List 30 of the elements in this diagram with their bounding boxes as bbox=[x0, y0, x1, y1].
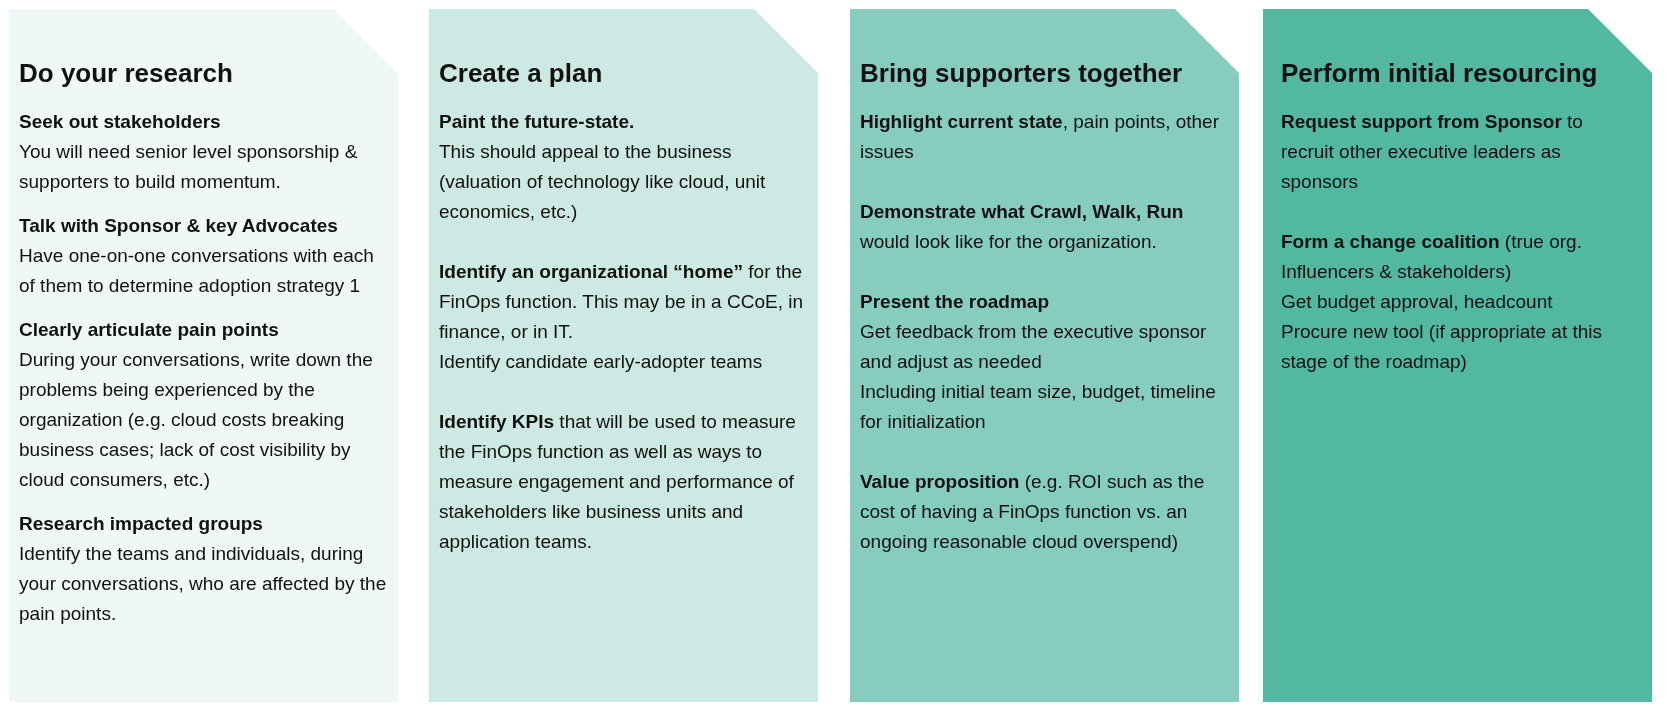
item-heading: Clearly articulate pain points bbox=[19, 318, 280, 342]
item-text: Identify the teams and individuals, during your conversations, who are affected by the pain points. bbox=[19, 542, 388, 626]
item-heading: Present the roadmap bbox=[860, 290, 1050, 314]
item-text: Request support from Sponsor to recruit other executive leaders as sponsors bbox=[1281, 110, 1584, 194]
item-text: Procure new tool (if appropriate at this stage of the roadmap) bbox=[1281, 320, 1604, 374]
card-title: Create a plan bbox=[439, 57, 604, 89]
item-text: Identify an organizational “home” for the FinOps function. This may be in a CCoE, in finance, or in IT. bbox=[439, 260, 804, 344]
card-title: Bring supporters together bbox=[860, 57, 1184, 89]
item-text: Identify KPIs that will be used to measure the FinOps function as well as ways to measure engagement and performance of stakeholders like business units and application teams. bbox=[439, 410, 797, 554]
item-text: Highlight current state, pain points, other issues bbox=[860, 110, 1220, 164]
item-text: Get feedback from the executive sponsor and adjust as needed bbox=[860, 320, 1208, 374]
item-text: Get budget approval, headcount bbox=[1281, 290, 1554, 314]
item-text: Value proposition (e.g. ROI such as the cost of having a FinOps function vs. an ongoing reasonable cloud overspend) bbox=[860, 470, 1206, 554]
step-card bbox=[429, 9, 818, 702]
item-heading: Talk with Sponsor & key Advocates bbox=[19, 214, 339, 238]
card-title: Do your research bbox=[19, 57, 234, 89]
item-text: Identify candidate early-adopter teams bbox=[439, 350, 764, 374]
item-text: Demonstrate what Crawl, Walk, Run would look like for the organization. bbox=[860, 200, 1185, 254]
step-card bbox=[1263, 9, 1652, 702]
item-text: Form a change coalition (true org. Influencers & stakeholders) bbox=[1281, 230, 1583, 284]
card-title: Perform initial resourcing bbox=[1281, 57, 1599, 89]
item-heading: Seek out stakeholders bbox=[19, 110, 222, 134]
item-text: This should appeal to the business (valuation of technology like cloud, unit economics, etc.) bbox=[439, 140, 767, 224]
item-heading: Paint the future-state. bbox=[439, 110, 636, 134]
item-text: Have one-on-one conversations with each of them to determine adoption strategy 1 bbox=[19, 244, 375, 298]
item-text: Including initial team size, budget, timeline for initialization bbox=[860, 380, 1217, 434]
item-text: During your conversations, write down the problems being experienced by the organization (e.g. cloud costs breaking business cases; lack of cost visibility by cloud consumers, etc.) bbox=[19, 348, 374, 492]
step-card bbox=[850, 9, 1239, 702]
item-heading: Research impacted groups bbox=[19, 512, 264, 536]
item-text: You will need senior level sponsorship & supporters to build momentum. bbox=[19, 140, 359, 194]
